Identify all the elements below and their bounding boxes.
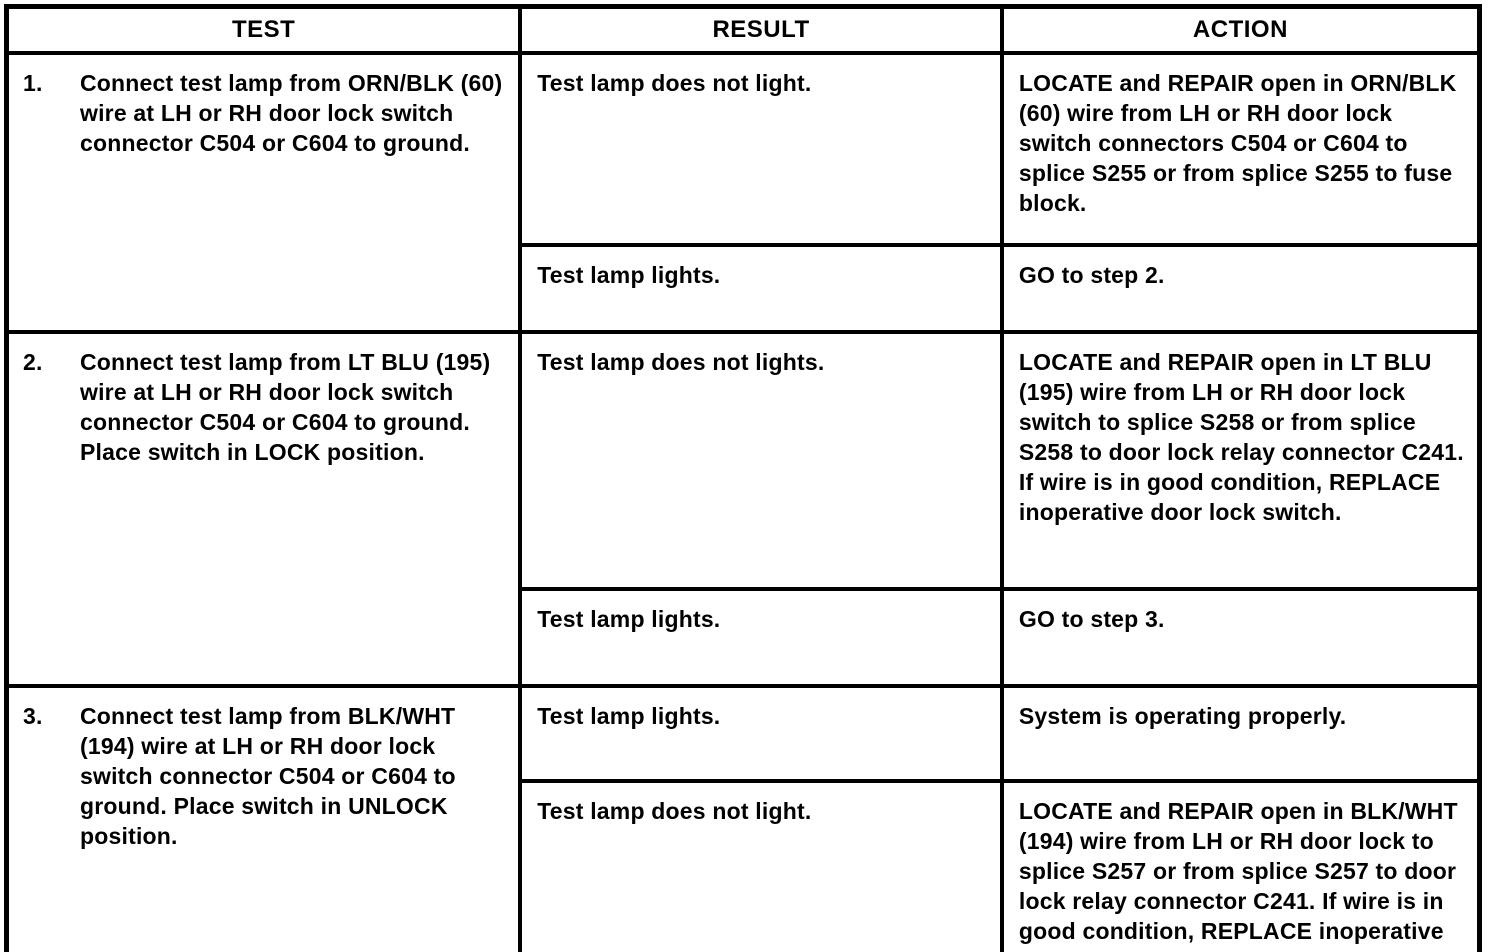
col-header-action: ACTION <box>999 4 1482 55</box>
table-row: 3. Connect test lamp from BLK/WHT (194) … <box>4 684 1482 952</box>
step-number: 3. <box>23 703 43 729</box>
result-cell: Test lamp does not lights. <box>518 330 1004 591</box>
action-cell: LOCATE and REPAIR open in ORN/BLK (60) w… <box>999 51 1482 247</box>
table-row: 1. Connect test lamp from ORN/BLK (60) w… <box>4 51 1482 334</box>
col-header-test: TEST <box>4 4 523 55</box>
table-row: 2. Connect test lamp from LT BLU (195) w… <box>4 330 1482 688</box>
action-cell: LOCATE and REPAIR open in BLK/WHT (194) … <box>999 779 1482 952</box>
result-cell: Test lamp lights. <box>518 587 1004 688</box>
test-description: Connect test lamp from BLK/WHT (194) wir… <box>80 703 456 849</box>
result-cell: Test lamp lights. <box>518 684 1004 783</box>
diagnostic-table: TEST RESULT ACTION 1. Connect test lamp … <box>4 4 1482 952</box>
step-number: 2. <box>23 349 43 375</box>
header-row: TEST RESULT ACTION <box>4 4 1482 55</box>
result-cell: Test lamp does not light. <box>518 779 1004 952</box>
table-row: Test lamp does not light. LOCATE and REP… <box>7 779 1482 952</box>
action-cell: GO to step 3. <box>999 587 1482 688</box>
test-cell-step-1: 1. Connect test lamp from ORN/BLK (60) w… <box>4 51 523 334</box>
test-cell-step-3: 3. Connect test lamp from BLK/WHT (194) … <box>4 684 523 952</box>
result-cell: Test lamp lights. <box>518 243 1004 334</box>
table-row: Test lamp lights. GO to step 2. <box>7 243 1482 334</box>
action-cell: LOCATE and REPAIR open in LT BLU (195) w… <box>999 330 1482 591</box>
test-description: Connect test lamp from ORN/BLK (60) wire… <box>80 70 503 156</box>
test-description: Connect test lamp from LT BLU (195) wire… <box>80 349 491 465</box>
step-number: 1. <box>23 70 43 96</box>
action-cell: GO to step 2. <box>999 243 1482 334</box>
result-cell: Test lamp does not light. <box>518 51 1004 247</box>
action-cell: System is operating properly. <box>999 684 1482 783</box>
col-header-result: RESULT <box>518 4 1004 55</box>
table-row: Test lamp lights. GO to step 3. <box>7 587 1482 688</box>
test-cell-step-2: 2. Connect test lamp from LT BLU (195) w… <box>4 330 523 688</box>
